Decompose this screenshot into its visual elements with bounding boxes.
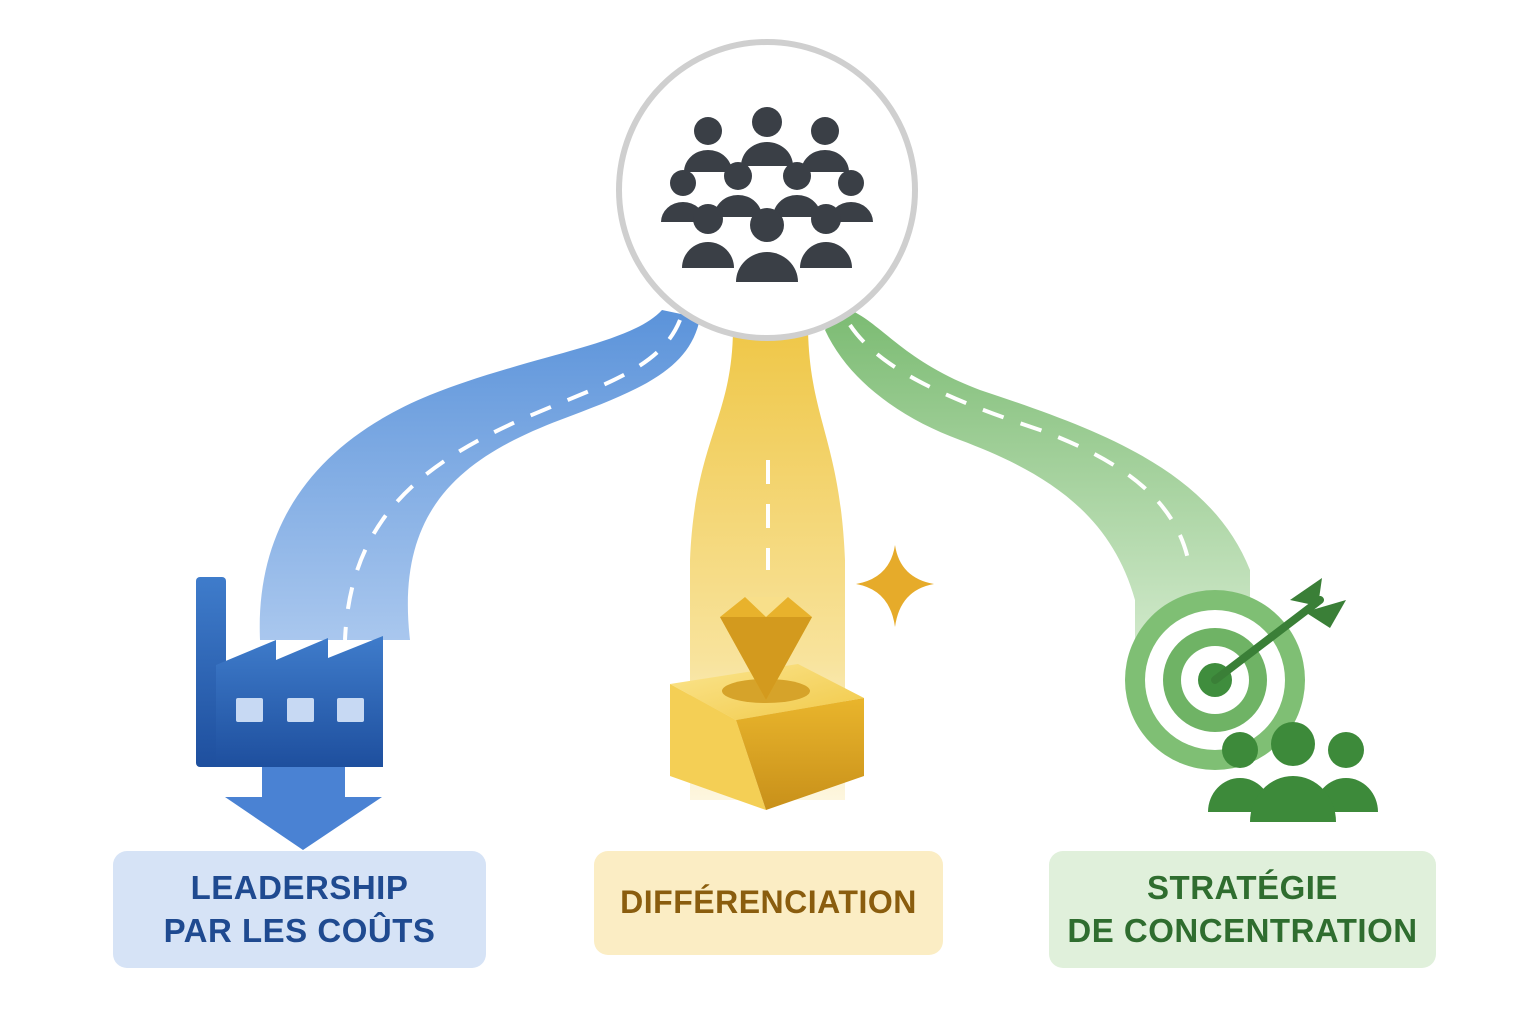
focus-label-line-1: STRATÉGIE <box>1147 868 1338 906</box>
target-icon <box>1125 578 1378 822</box>
factory-icon <box>196 577 383 850</box>
group-of-people-icon <box>616 39 918 341</box>
cost-road <box>259 310 700 641</box>
focus-label-line-2: DE CONCENTRATION <box>1067 911 1418 949</box>
cost-leadership-label: LEADERSHIP PAR LES COÛTS <box>113 851 486 968</box>
focus-strategy-label: STRATÉGIE DE CONCENTRATION <box>1049 851 1436 968</box>
focus-road <box>825 308 1250 640</box>
cost-label-line-2: PAR LES COÛTS <box>163 911 436 949</box>
team-icon <box>1208 722 1378 822</box>
cost-label-line-1: LEADERSHIP <box>190 868 409 906</box>
diamond-icon <box>670 545 934 810</box>
differentiation-label: DIFFÉRENCIATION <box>594 851 943 955</box>
diff-label-line-1: DIFFÉRENCIATION <box>620 884 917 921</box>
